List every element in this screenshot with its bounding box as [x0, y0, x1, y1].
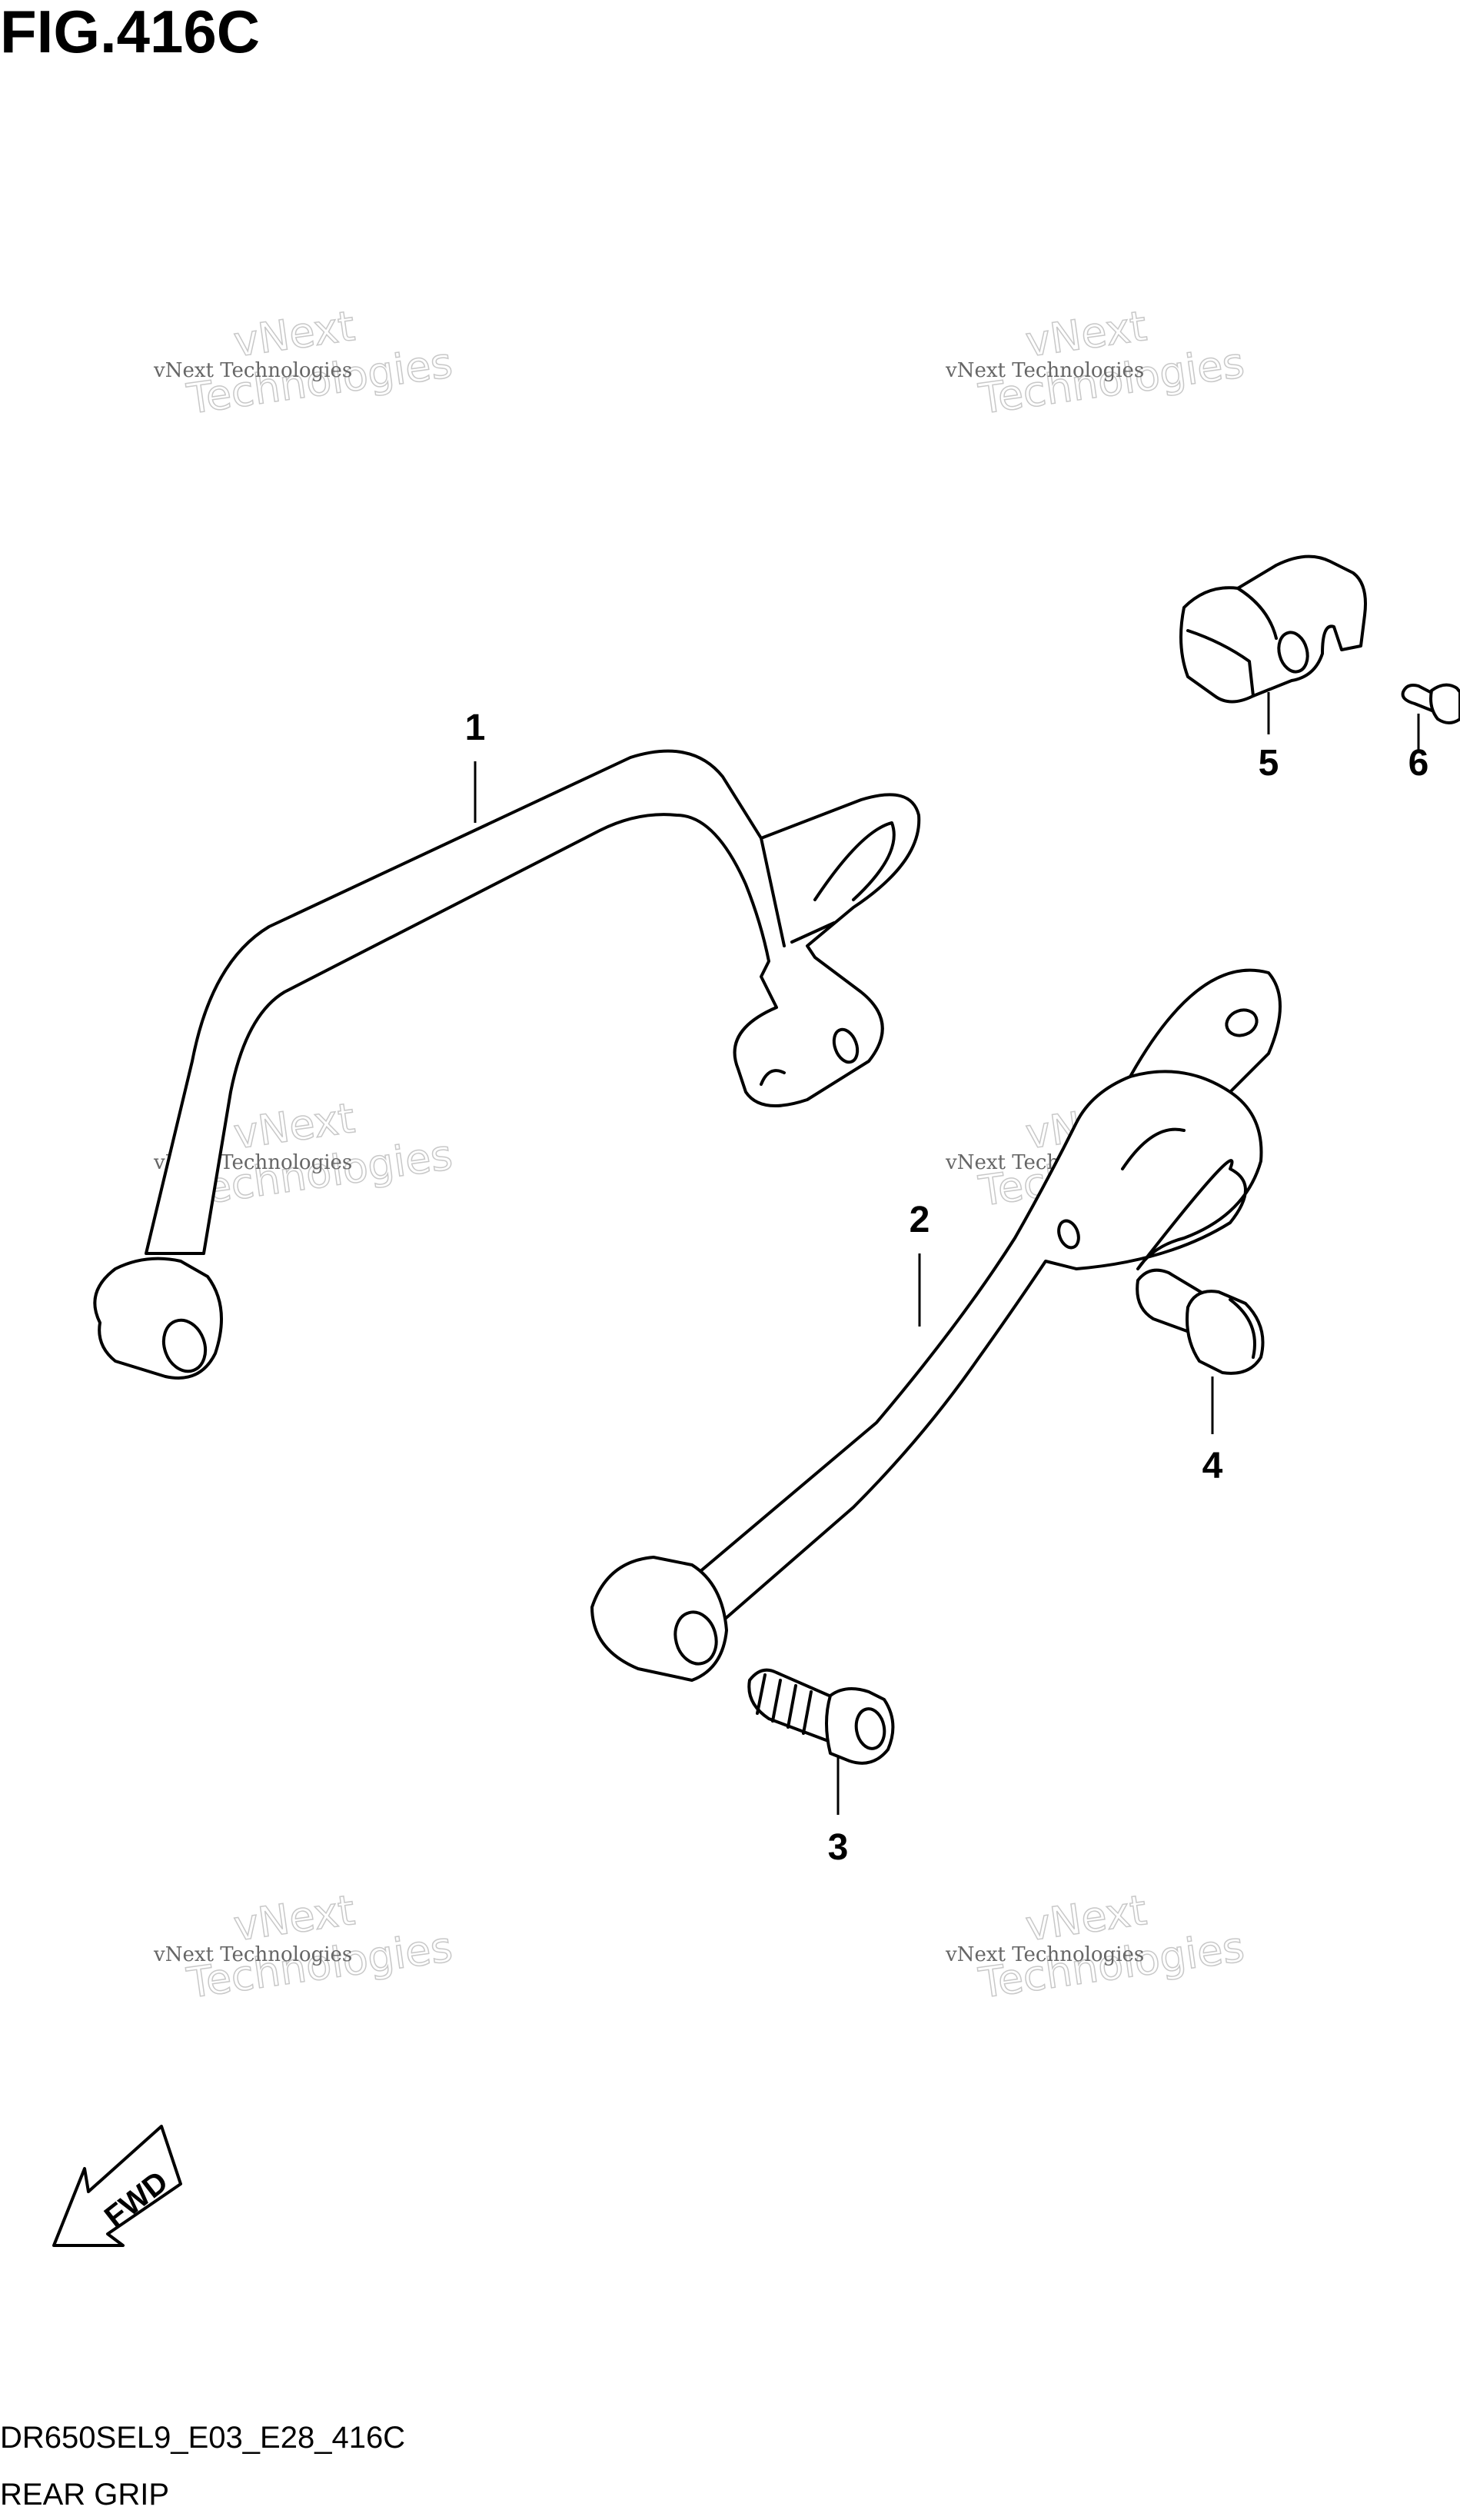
clamp-5-hole: [1277, 631, 1309, 674]
bolt-3-head: [825, 1687, 895, 1765]
watermark-text: vNext Technologies: [153, 1943, 352, 1966]
part-3-bolt: [747, 1668, 895, 1765]
figure-name: REAR GRIP: [0, 2478, 169, 2512]
grip-1-mount-hole: [832, 1027, 860, 1064]
clamp-5-ridge: [1236, 587, 1278, 640]
grip-2-web: [1121, 1127, 1186, 1170]
grip-1-bracket-edge: [760, 837, 786, 947]
grip-2-end-boss: [590, 1556, 728, 1682]
part-5-clamp: [1179, 554, 1367, 704]
screw-6-head: [1429, 683, 1460, 724]
grip-2-end-bore: [673, 1610, 718, 1666]
grip-2-top-hole: [1225, 1008, 1259, 1037]
part-4-bolt: [1136, 1268, 1265, 1375]
watermark-text: vNext Technologies: [153, 359, 352, 382]
grip-2-top-mount: [1129, 968, 1282, 1094]
callout-labels: 1 2 3 4 5 6: [465, 707, 1429, 1868]
grip-1-mount-hole-2: [760, 1069, 786, 1086]
bolt-4-head: [1186, 1290, 1265, 1375]
watermark-bottom-left: vNext Technologies vNext Technologies: [153, 1885, 456, 2008]
watermark-text: vNext Technologies: [945, 1943, 1144, 1966]
leader-lines: [474, 692, 1420, 1815]
clamp-5-edge: [1186, 629, 1255, 697]
callout-5: 5: [1259, 743, 1279, 784]
callout-1: 1: [465, 707, 486, 748]
grip-1-body: [145, 749, 921, 1255]
watermark-top-left: vNext Technologies vNext Technologies: [153, 301, 456, 424]
callout-4: 4: [1202, 1446, 1223, 1486]
callout-6: 6: [1408, 743, 1429, 784]
figure-code: DR650SEL9_E03_E28_416C: [0, 2421, 405, 2455]
grip-2-side-hole: [1057, 1219, 1080, 1250]
forward-direction-arrow: FWD: [52, 2125, 182, 2247]
bolt-3-thread: [756, 1673, 813, 1735]
part-1-rear-grip-left: [93, 749, 921, 1380]
grip-1-bracket-rib: [790, 921, 836, 944]
callout-3: 3: [828, 1827, 849, 1868]
part-2-rear-grip-right: [590, 968, 1282, 1682]
grip-1-bracket-slot: [813, 821, 896, 901]
callout-2: 2: [910, 1200, 930, 1240]
watermark-top-right: vNext Technologies vNext Technologies: [945, 301, 1248, 424]
bolt-3-socket: [854, 1707, 886, 1750]
grip-2-body: [629, 1070, 1263, 1670]
bolt-4-flange: [1229, 1298, 1256, 1359]
figure-title: FIG.416C: [0, 0, 260, 65]
grip-1-end-boss: [93, 1257, 223, 1380]
watermark-text: vNext Technologies: [945, 359, 1144, 382]
grip-1-end-bore: [161, 1318, 208, 1373]
watermark-bottom-right: vNext Technologies vNext Technologies: [945, 1885, 1248, 2008]
part-6-screw: [1401, 683, 1460, 724]
